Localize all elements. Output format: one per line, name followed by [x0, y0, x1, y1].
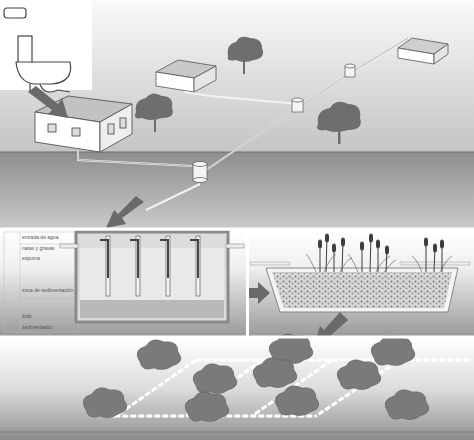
part-label: espuma [22, 256, 40, 262]
part-label: sedimentador [22, 325, 52, 331]
part-label: natas y grasas [22, 246, 55, 252]
part-label: lodo [22, 314, 31, 320]
part-label: entrada de agua [22, 235, 58, 241]
part-label: zona de sedimentación [22, 288, 73, 294]
